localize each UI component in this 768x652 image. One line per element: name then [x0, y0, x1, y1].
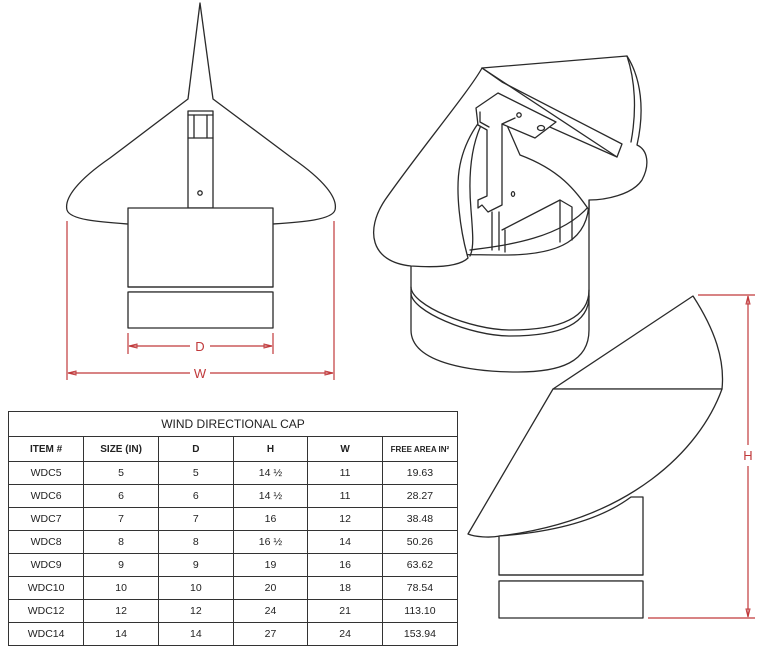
cell-d: 5 — [158, 461, 234, 485]
spec-table: WIND DIRECTIONAL CAP ITEM # SIZE (IN) D … — [7, 411, 459, 646]
cell-h: 27 — [232, 622, 309, 646]
cell-h: 19 — [232, 553, 309, 577]
table-row: WDC8 8 8 16 ½ 14 50.26 — [7, 530, 459, 554]
iso-hood-front — [372, 67, 623, 268]
side-hood-upper — [552, 295, 724, 390]
column-header-free-area: FREE AREA IN² — [381, 436, 459, 462]
cell-size: 6 — [83, 484, 160, 508]
cell-h: 14 ½ — [232, 461, 309, 485]
cell-w: 14 — [307, 530, 383, 554]
dimension-d: D — [127, 333, 274, 354]
cell-d: 14 — [158, 622, 234, 646]
cell-free-area: 153.94 — [381, 622, 459, 646]
cell-item: WDC10 — [7, 576, 85, 600]
column-header-h: H — [232, 436, 309, 462]
table-row: WDC14 14 14 27 24 153.94 — [7, 622, 459, 646]
cell-free-area: 28.27 — [381, 484, 459, 508]
cell-size: 12 — [83, 599, 160, 623]
table-row: WDC5 5 5 14 ½ 11 19.63 — [7, 461, 459, 485]
cell-item: WDC8 — [7, 530, 85, 554]
cell-size: 7 — [83, 507, 160, 531]
column-header-d: D — [158, 436, 234, 462]
cell-d: 10 — [158, 576, 234, 600]
cell-d: 12 — [158, 599, 234, 623]
table-row: WDC7 7 7 16 12 38.48 — [7, 507, 459, 531]
table-title: WIND DIRECTIONAL CAP — [8, 411, 458, 437]
cell-item: WDC14 — [7, 622, 85, 646]
cell-w: 11 — [307, 484, 383, 508]
cell-size: 14 — [83, 622, 160, 646]
front-stem-hole — [197, 190, 203, 196]
dimension-h-label: H — [743, 448, 752, 463]
front-view: D W — [65, 2, 337, 381]
iso-bracket-hole-1 — [516, 112, 522, 118]
cell-h: 24 — [232, 599, 309, 623]
cell-free-area: 113.10 — [381, 599, 459, 623]
table-row: WDC12 12 12 24 21 113.10 — [7, 599, 459, 623]
table-header-row: ITEM # SIZE (IN) D H W FREE AREA IN² — [7, 436, 459, 462]
cell-size: 10 — [83, 576, 160, 600]
cell-w: 12 — [307, 507, 383, 531]
front-collar-upper — [127, 207, 274, 288]
side-hood-lower — [467, 388, 723, 538]
column-header-size: SIZE (IN) — [83, 436, 160, 462]
cell-free-area: 19.63 — [381, 461, 459, 485]
cell-item: WDC12 — [7, 599, 85, 623]
cell-item: WDC7 — [7, 507, 85, 531]
column-header-item: ITEM # — [7, 436, 85, 462]
iso-bracket-hole-2 — [536, 124, 546, 132]
cell-w: 18 — [307, 576, 383, 600]
iso-cylinder-body — [410, 199, 590, 373]
iso-bracket — [475, 92, 557, 213]
cell-item: WDC6 — [7, 484, 85, 508]
cell-w: 11 — [307, 461, 383, 485]
cell-size: 5 — [83, 461, 160, 485]
dimension-w-label: W — [194, 366, 207, 381]
dimension-d-label: D — [195, 339, 204, 354]
cell-free-area: 38.48 — [381, 507, 459, 531]
cell-item: WDC5 — [7, 461, 85, 485]
front-collar-lower — [127, 291, 274, 329]
cell-free-area: 63.62 — [381, 553, 459, 577]
cell-h: 14 ½ — [232, 484, 309, 508]
dimension-h: H — [648, 294, 755, 619]
cell-h: 20 — [232, 576, 309, 600]
side-view: H — [467, 294, 755, 619]
cell-free-area: 78.54 — [381, 576, 459, 600]
cell-d: 6 — [158, 484, 234, 508]
table-row: WDC6 6 6 14 ½ 11 28.27 — [7, 484, 459, 508]
cell-d: 9 — [158, 553, 234, 577]
cell-size: 8 — [83, 530, 160, 554]
cell-d: 7 — [158, 507, 234, 531]
cell-free-area: 50.26 — [381, 530, 459, 554]
cell-h: 16 — [232, 507, 309, 531]
cell-item: WDC9 — [7, 553, 85, 577]
front-stem — [187, 110, 214, 209]
dimension-w: W — [66, 221, 335, 381]
table-row: WDC10 10 10 20 18 78.54 — [7, 576, 459, 600]
cell-w: 16 — [307, 553, 383, 577]
table-title-row: WIND DIRECTIONAL CAP — [8, 411, 458, 437]
cell-w: 21 — [307, 599, 383, 623]
cell-h: 16 ½ — [232, 530, 309, 554]
cell-size: 9 — [83, 553, 160, 577]
cell-w: 24 — [307, 622, 383, 646]
column-header-w: W — [307, 436, 383, 462]
side-collar-lower — [498, 580, 644, 619]
isometric-view — [372, 55, 648, 373]
table-row: WDC9 9 9 19 16 63.62 — [7, 553, 459, 577]
side-collar-upper — [498, 496, 644, 576]
cell-d: 8 — [158, 530, 234, 554]
